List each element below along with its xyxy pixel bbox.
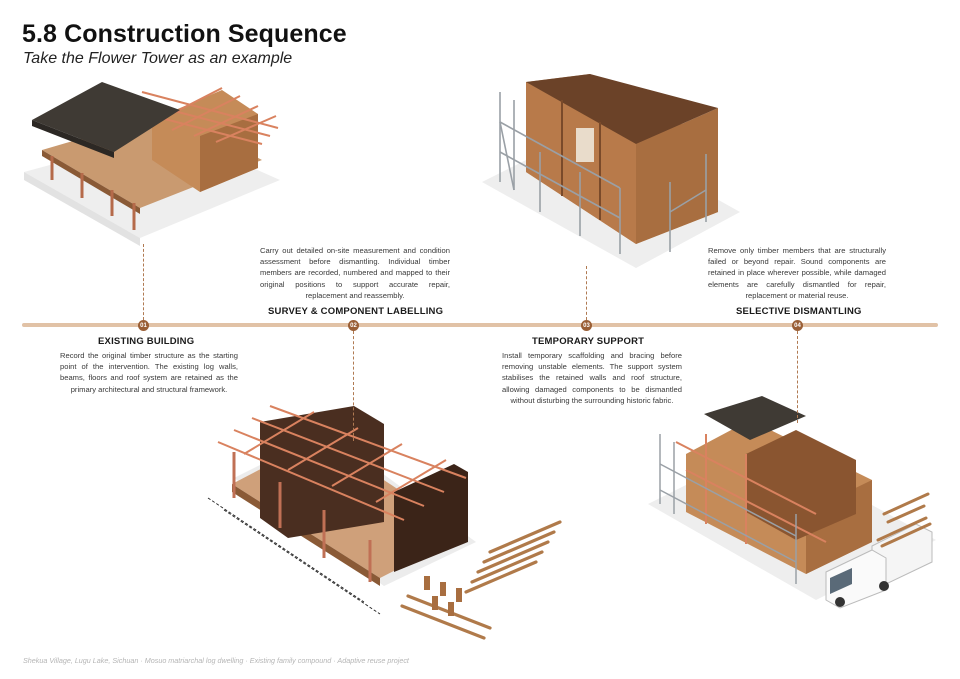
step-description-temporary-support: Install temporary scaffolding and bracin… [502, 351, 682, 405]
timeline-bar [22, 323, 938, 327]
step-title-existing-building: EXISTING BUILDING [98, 336, 195, 347]
page-subtitle: Take the Flower Tower as an example [23, 50, 293, 67]
leader-line-02 [353, 331, 354, 441]
step-title-temporary-support: TEMPORARY SUPPORT [532, 336, 645, 347]
step-marker-04: 04 [792, 320, 803, 331]
page-title: 5.8 Construction Sequence [22, 20, 347, 48]
step-marker-02: 02 [348, 320, 359, 331]
leader-line-03 [586, 266, 587, 320]
step-title-selective-dismantling: SELECTIVE DISMANTLING [736, 306, 862, 317]
step-marker-03: 03 [581, 320, 592, 331]
illustration-temporary-support [482, 74, 740, 268]
illustration-existing-building [24, 82, 280, 246]
step-marker-01: 01 [138, 320, 149, 331]
illustration-selective-dismantling [648, 396, 936, 609]
footer-caption: Shekua Village, Lugu Lake, Sichuan · Mos… [23, 656, 409, 665]
leader-line-01 [143, 244, 144, 320]
step-title-survey-labelling: SURVEY & COMPONENT LABELLING [268, 306, 444, 317]
illustration-survey-labelling [207, 405, 562, 640]
step-description-survey-labelling: Carry out detailed on-site measurement a… [260, 246, 450, 300]
step-description-selective-dismantling: Remove only timber members that are stru… [708, 246, 886, 300]
leader-line-04 [797, 331, 798, 423]
step-description-existing-building: Record the original timber structure as … [60, 351, 238, 394]
